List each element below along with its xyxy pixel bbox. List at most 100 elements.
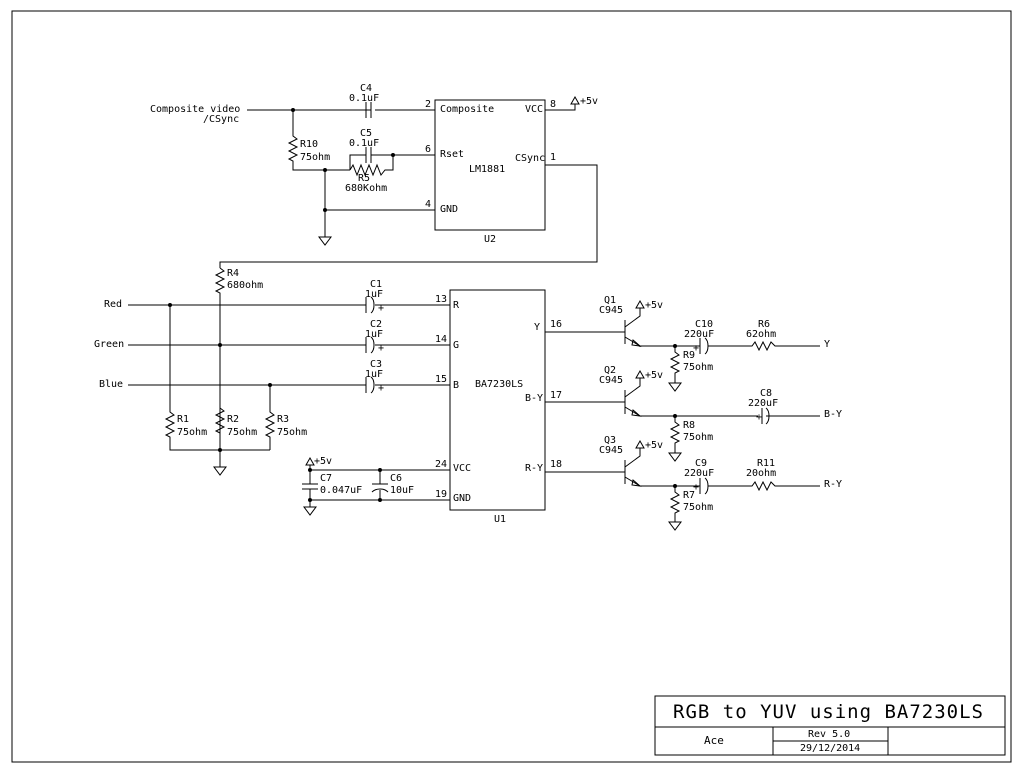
transistor-q2: Q2 C945 — [599, 365, 642, 417]
r11-ref: R11 — [757, 458, 775, 469]
resistor-r2: R2 75ohm — [214, 407, 257, 438]
ground-symbol — [318, 236, 332, 246]
lm1881-section: Composite video /CSync C4 0.1uF R10 75oh… — [150, 83, 598, 268]
power-label-q3: +5v — [645, 440, 663, 451]
r4-value: 680ohm — [227, 280, 263, 291]
u2-pin-vcc: VCC — [525, 104, 543, 115]
output-stage-ry: Q3 C945 +5v C9 220uF + R7 75ohm R11 20oh… — [545, 435, 842, 531]
capacitor-c1: C1 1uF + — [365, 279, 384, 314]
c2-ref: C2 — [370, 319, 382, 330]
c8-value: 220uF — [748, 398, 778, 409]
u1-pin-g: G — [453, 340, 459, 351]
u2-ref: U2 — [484, 234, 496, 245]
resistor-r1: R1 75ohm — [164, 305, 270, 451]
output-stage-by: Q2 C945 +5v C8 220uF + R8 75ohm B-Y — [545, 365, 842, 462]
power-label-u2: +5v — [580, 96, 598, 107]
resistor-r4: R4 680ohm — [214, 267, 263, 457]
u1-pin-r: R — [453, 300, 460, 311]
r1-value: 75ohm — [177, 427, 207, 438]
c8-polarity: + — [756, 412, 762, 423]
u2-pin6-num: 6 — [425, 144, 431, 155]
r7-ref: R7 — [683, 490, 695, 501]
net-label-blue: Blue — [99, 379, 123, 390]
u2-pin-csync: CSync — [515, 153, 545, 164]
u2-part: LM1881 — [469, 164, 505, 175]
r5-ref: R5 — [358, 173, 370, 184]
c10-value: 220uF — [684, 329, 714, 340]
net-label-green: Green — [94, 339, 124, 350]
resistor-r7: R7 75ohm — [669, 486, 713, 522]
u1-pin13-num: 13 — [435, 294, 447, 305]
c3-ref: C3 — [370, 359, 382, 370]
c7-value: 0.047uF — [320, 485, 362, 496]
u2-pin-gnd: GND — [440, 204, 458, 215]
u2-pin2-num: 2 — [425, 99, 431, 110]
u1-pin15-num: 15 — [435, 374, 447, 385]
c2-value: 1uF — [365, 329, 383, 340]
u1-pin24-num: 24 — [435, 459, 447, 470]
resistor-r11: R11 20ohm — [740, 458, 820, 492]
c1-value: 1uF — [365, 289, 383, 300]
schematic-title: RGB to YUV using BA7230LS — [673, 701, 984, 723]
transistor-q3: Q3 C945 — [599, 435, 642, 487]
r8-value: 75ohm — [683, 432, 713, 443]
r8-ref: R8 — [683, 420, 695, 431]
u1-pin-b: B — [453, 380, 459, 391]
net-label-csync-in: /CSync — [203, 114, 239, 125]
u1-pin-gnd: GND — [453, 493, 471, 504]
capacitor-c2: C2 1uF + — [365, 319, 384, 354]
r6-value: 62ohm — [746, 329, 776, 340]
q3-part: C945 — [599, 445, 623, 456]
ground-symbol-u1 — [303, 506, 317, 516]
c8-ref: C8 — [760, 388, 772, 399]
u1-pin18-num: 18 — [550, 459, 562, 470]
c9-value: 220uF — [684, 468, 714, 479]
transistor-q1: Q1 C945 — [599, 295, 642, 347]
q2-ref: Q2 — [604, 365, 616, 376]
power-label-q2: +5v — [645, 370, 663, 381]
c6-value: 10uF — [390, 485, 414, 496]
u1-pin-by: B-Y — [525, 393, 543, 404]
power-label-q1: +5v — [645, 300, 663, 311]
capacitor-c4: C4 0.1uF — [349, 83, 379, 118]
u2-pin1-num: 1 — [550, 152, 556, 163]
resistor-r6: R6 62ohm — [740, 319, 820, 352]
capacitor-c3: C3 1uF + — [365, 359, 384, 394]
capacitor-c10: C10 220uF + — [684, 319, 714, 355]
c9-ref: C9 — [695, 458, 707, 469]
output-stage-y: Q1 C945 +5v C10 220uF + R9 75ohm R6 62oh… — [545, 295, 830, 392]
q2-part: C945 — [599, 375, 623, 386]
schematic-author: Ace — [704, 734, 724, 747]
ground-symbol-rgb — [213, 466, 227, 476]
title-block: RGB to YUV using BA7230LS Ace Rev 5.0 29… — [654, 695, 1006, 756]
u2-pin8-num: 8 — [550, 99, 556, 110]
r4-ref: R4 — [227, 268, 239, 279]
ic-u2-lm1881: Composite 2 VCC 8 Rset 6 CSync 1 GND 4 L… — [425, 99, 556, 245]
u2-pin-rset: Rset — [440, 149, 464, 160]
q1-ref: Q1 — [604, 295, 616, 306]
capacitor-c7: C7 0.047uF — [302, 473, 362, 500]
c1-polarity: + — [378, 303, 384, 314]
capacitor-c6: C6 10uF — [371, 470, 414, 500]
c9-polarity: + — [693, 482, 699, 493]
u1-part: BA7230LS — [475, 379, 523, 390]
u2-pin4-num: 4 — [425, 199, 431, 210]
u1-pin14-num: 14 — [435, 334, 447, 345]
power-label-u1: +5v — [314, 456, 332, 467]
c4-ref: C4 — [360, 83, 372, 94]
u2-pin-composite: Composite — [440, 104, 494, 115]
c3-value: 1uF — [365, 369, 383, 380]
net-label-red: Red — [104, 299, 122, 310]
r5-value: 680Kohm — [345, 183, 387, 194]
r6-ref: R6 — [758, 319, 770, 330]
u1-pin-vcc: VCC — [453, 463, 471, 474]
r10-value: 75ohm — [300, 152, 330, 163]
c10-ref: C10 — [695, 319, 713, 330]
net-label-composite-in: Composite video — [150, 104, 240, 115]
u1-pin16-num: 16 — [550, 319, 562, 330]
u1-pin17-num: 17 — [550, 390, 562, 401]
q3-ref: Q3 — [604, 435, 616, 446]
net-label-y-out: Y — [824, 339, 830, 350]
u1-pin-ry: R-Y — [525, 463, 543, 474]
